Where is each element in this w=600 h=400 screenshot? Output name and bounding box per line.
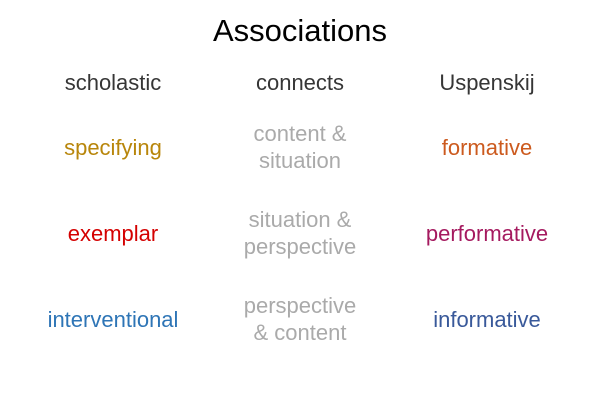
cell-text-multiline: content &situation bbox=[230, 120, 370, 174]
page-title: Associations bbox=[212, 13, 388, 48]
cell-text: informative bbox=[433, 306, 541, 332]
column-header-uspenskij: Uspenskij bbox=[374, 62, 600, 104]
cell-line-1: situation & bbox=[248, 207, 352, 232]
cell-text: formative bbox=[441, 134, 533, 160]
table-row: specifying content &situation formative bbox=[0, 104, 600, 190]
cell-connects-1: content &situation bbox=[226, 104, 374, 190]
cell-line-1: perspective bbox=[243, 293, 357, 318]
cell-text-multiline: situation &perspective bbox=[230, 206, 370, 260]
cell-text: specifying bbox=[64, 134, 162, 160]
cell-line-2: perspective bbox=[243, 234, 357, 259]
column-header-connects: connects bbox=[226, 62, 374, 104]
cell-scholastic-2: exemplar bbox=[0, 190, 226, 276]
column-header-label: Uspenskij bbox=[439, 70, 535, 95]
cell-scholastic-3: interventional bbox=[0, 276, 226, 362]
cell-line-1: content & bbox=[253, 121, 347, 146]
column-header-label: connects bbox=[255, 70, 345, 95]
cell-connects-2: situation &perspective bbox=[226, 190, 374, 276]
cell-scholastic-1: specifying bbox=[0, 104, 226, 190]
cell-text: interventional bbox=[47, 306, 179, 332]
cell-text: exemplar bbox=[67, 220, 159, 246]
table-header-row: scholastic connects Uspenskij bbox=[0, 62, 600, 104]
cell-line-2: & content bbox=[253, 320, 347, 345]
cell-uspenskij-3: informative bbox=[374, 276, 600, 362]
table-row: exemplar situation &perspective performa… bbox=[0, 190, 600, 276]
cell-uspenskij-1: formative bbox=[374, 104, 600, 190]
column-header-label: scholastic bbox=[64, 70, 162, 95]
cell-text: performative bbox=[425, 220, 549, 246]
column-header-scholastic: scholastic bbox=[0, 62, 226, 104]
table-row: interventional perspective& content info… bbox=[0, 276, 600, 362]
cell-text-multiline: perspective& content bbox=[230, 292, 370, 346]
cell-connects-3: perspective& content bbox=[226, 276, 374, 362]
cell-line-2: situation bbox=[259, 148, 341, 173]
cell-uspenskij-2: performative bbox=[374, 190, 600, 276]
associations-table: scholastic connects Uspenskij specifying… bbox=[0, 62, 600, 362]
